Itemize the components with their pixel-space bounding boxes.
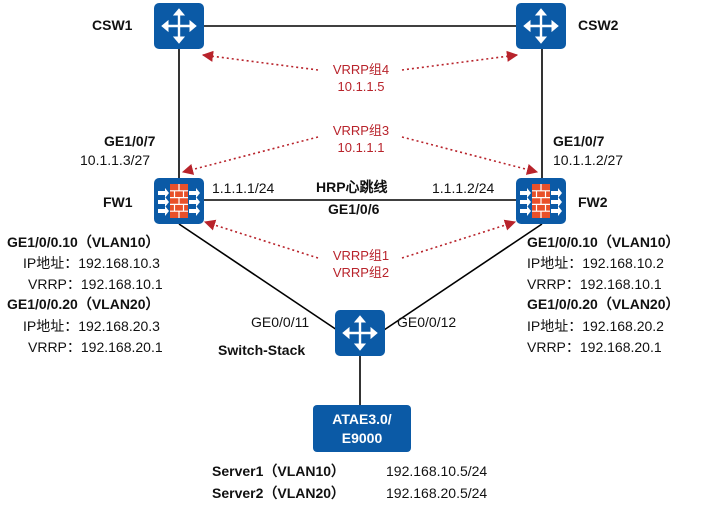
fw2-label: FW2 xyxy=(578,194,608,210)
fw2-if2-ip: IP地址：192.168.20.2 xyxy=(527,318,664,334)
fw2-firewall-icon xyxy=(516,178,566,224)
vrrp2-label: VRRP组2 xyxy=(332,265,390,280)
link-fw1-switch xyxy=(178,223,338,331)
link-fw2-switch xyxy=(383,223,543,331)
vrrp4-arrow-right xyxy=(401,50,519,71)
fw2-if2-name: GE1/0/0.20（VLAN20） xyxy=(527,296,680,312)
switch-port-fw2: GE0/0/12 xyxy=(397,314,457,330)
fw1-firewall-icon xyxy=(154,178,204,224)
vrrp4-label: VRRP组4 xyxy=(332,62,390,77)
vrrp3-label: VRRP组3 xyxy=(332,123,390,138)
hrp-fw1-ip: 1.1.1.1/24 xyxy=(212,180,275,196)
server2-ip: 192.168.20.5/24 xyxy=(386,485,488,501)
atae-label-line1: ATAE3.0/ xyxy=(332,411,392,427)
server2-name: Server2（VLAN20） xyxy=(212,485,346,501)
switch-stack-icon xyxy=(335,310,385,356)
hrp-port: GE1/0/6 xyxy=(328,201,380,217)
fw2-uplink-port: GE1/0/7 xyxy=(553,133,605,149)
server1-ip: 192.168.10.5/24 xyxy=(386,463,488,479)
fw1-uplink-port: GE1/0/7 xyxy=(104,133,156,149)
fw2-if1-name: GE1/0/0.10（VLAN10） xyxy=(527,234,680,250)
fw1-if2-vrrp: VRRP：192.168.20.1 xyxy=(28,339,163,355)
csw1-switch-icon xyxy=(154,3,204,49)
server1-name: Server1（VLAN10） xyxy=(212,463,346,479)
fw1-if1-name: GE1/0/0.10（VLAN10） xyxy=(7,234,160,250)
csw1-label: CSW1 xyxy=(92,17,133,33)
vrrp3-arrow-right xyxy=(401,136,539,175)
fw2-if1-ip: IP地址：192.168.10.2 xyxy=(527,255,664,271)
vrrp4-ip: 10.1.1.5 xyxy=(337,79,385,94)
switch-stack-label: Switch-Stack xyxy=(218,342,306,358)
vrrp3-arrow-left xyxy=(181,136,319,175)
fw1-if2-ip: IP地址：192.168.20.3 xyxy=(23,318,160,334)
switch-port-fw1: GE0/0/11 xyxy=(251,314,310,330)
fw1-if2-name: GE1/0/0.20（VLAN20） xyxy=(7,296,160,312)
fw1-if1-vrrp: VRRP：192.168.10.1 xyxy=(28,276,163,292)
fw1-uplink-ip: 10.1.1.3/27 xyxy=(80,152,151,168)
fw2-if2-vrrp: VRRP：192.168.20.1 xyxy=(527,339,662,355)
vrrp4-arrow-left xyxy=(201,50,319,71)
csw2-switch-icon xyxy=(516,3,566,49)
hrp-title: HRP心跳线 xyxy=(316,179,388,195)
fw1-label: FW1 xyxy=(103,194,133,210)
hrp-fw2-ip: 1.1.1.2/24 xyxy=(432,180,495,196)
atae-label-line2: E9000 xyxy=(341,430,383,446)
vrrp1-label: VRRP组1 xyxy=(332,248,390,263)
fw1-if1-ip: IP地址：192.168.10.3 xyxy=(23,255,160,271)
vrrp3-ip: 10.1.1.1 xyxy=(337,140,385,155)
fw2-if1-vrrp: VRRP：192.168.10.1 xyxy=(527,276,662,292)
csw2-label: CSW2 xyxy=(578,17,619,33)
fw2-uplink-ip: 10.1.1.2/27 xyxy=(553,152,624,168)
atae-e9000-chassis: ATAE3.0/ E9000 xyxy=(313,405,411,452)
